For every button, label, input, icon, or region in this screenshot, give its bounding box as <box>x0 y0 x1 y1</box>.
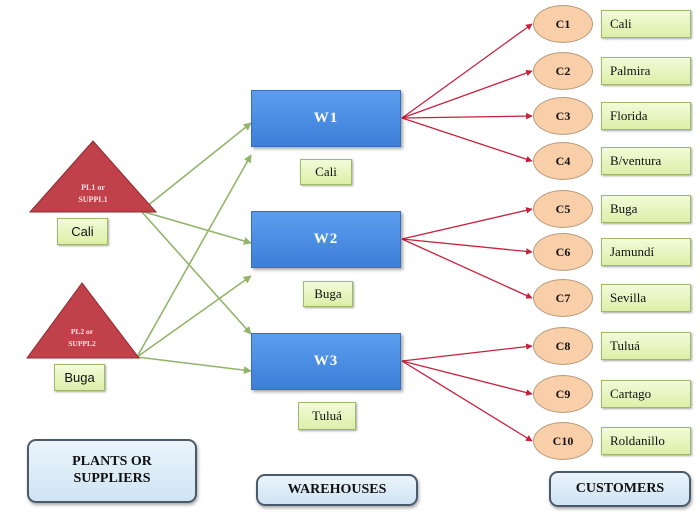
plant-label-line1: PL2 or <box>71 327 94 336</box>
plant-triangle-icon <box>28 140 158 213</box>
customer-city-label: Palmira <box>601 57 691 85</box>
customer-city-label: Buga <box>601 195 691 223</box>
edge-w2-c5 <box>401 207 533 240</box>
edge-pl1-w3 <box>140 210 252 335</box>
customer-city-label: Cartago <box>601 380 691 408</box>
customer-node-c5[interactable]: C5 <box>533 190 593 228</box>
warehouse-city-label: Tuluá <box>298 402 356 430</box>
plant-triangle-icon <box>26 282 141 359</box>
plant-city-label: Buga <box>54 364 105 391</box>
customer-node-c3[interactable]: C3 <box>533 97 593 135</box>
edge-pl2-w3 <box>136 356 252 375</box>
customer-node-c4[interactable]: C4 <box>533 142 593 180</box>
warehouse-city-label: Cali <box>300 159 352 185</box>
customer-node-c10[interactable]: C10 <box>533 422 593 460</box>
plant-label-line1: PL1 or <box>81 183 105 192</box>
plant-to-warehouse-edges <box>136 122 252 375</box>
customer-node-c6[interactable]: C6 <box>533 233 593 271</box>
customer-city-label: Sevilla <box>601 284 691 312</box>
plant-city-label: Cali <box>57 218 108 245</box>
edge-w3-c8 <box>401 343 533 362</box>
customer-city-label: Jamundí <box>601 238 691 266</box>
edge-w3-c10 <box>401 360 533 442</box>
warehouse-to-customer-edges <box>401 23 533 442</box>
edge-w1-c4 <box>401 117 533 163</box>
customer-node-c8[interactable]: C8 <box>533 327 593 365</box>
plant-label-line2: SUPPL2 <box>68 339 96 348</box>
edge-w1-c2 <box>401 69 533 119</box>
warehouse-node-w1[interactable]: W1 <box>251 90 401 147</box>
customer-city-label: Florida <box>601 102 691 130</box>
customer-city-label: B/ventura <box>601 147 691 175</box>
customer-city-label: Tuluá <box>601 332 691 360</box>
customer-city-label: Roldanillo <box>601 427 691 455</box>
edge-pl2-w1 <box>136 154 252 358</box>
customer-node-c1[interactable]: C1 <box>533 5 593 43</box>
edge-w1-c3 <box>401 112 533 120</box>
edge-w2-c6 <box>401 238 533 255</box>
customer-node-c9[interactable]: C9 <box>533 375 593 413</box>
edge-pl1-w2 <box>140 210 252 245</box>
customer-city-label: Cali <box>601 10 691 38</box>
warehouse-node-w2[interactable]: W2 <box>251 211 401 268</box>
warehouse-node-w3[interactable]: W3 <box>251 333 401 390</box>
customer-node-c2[interactable]: C2 <box>533 52 593 90</box>
warehouse-city-label: Buga <box>303 281 353 307</box>
edge-pl1-w1 <box>140 122 252 212</box>
legend-customers: CUSTOMERS <box>549 471 691 507</box>
plant-node-pl1[interactable]: PL1 or SUPPL1 <box>28 140 158 213</box>
edge-w1-c1 <box>401 23 533 119</box>
edge-w3-c9 <box>401 360 533 396</box>
plant-node-pl2[interactable]: PL2 or SUPPL2 <box>26 282 141 359</box>
plant-label-line2: SUPPL1 <box>78 195 107 204</box>
edge-w2-c7 <box>401 238 533 299</box>
customer-node-c7[interactable]: C7 <box>533 279 593 317</box>
legend-warehouses: WAREHOUSES <box>256 474 418 506</box>
edge-pl2-w2 <box>136 275 252 358</box>
